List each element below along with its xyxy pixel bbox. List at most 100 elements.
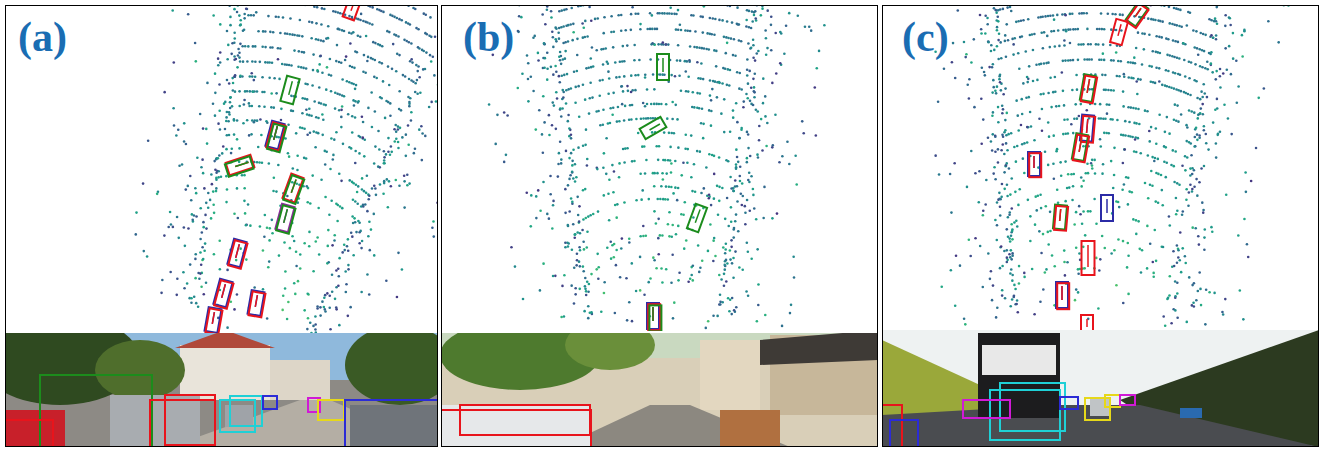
lidar-point [239, 75, 242, 78]
lidar-point [199, 251, 202, 254]
lidar-point [357, 35, 360, 38]
lidar-point [424, 135, 427, 138]
lidar-point [644, 172, 647, 175]
lidar-point [1138, 248, 1141, 251]
lidar-point [602, 63, 605, 66]
lidar-point [692, 14, 695, 17]
lidar-point [1164, 324, 1167, 327]
lidar-point [312, 69, 315, 72]
lidar-point [1137, 220, 1140, 223]
lidar-point [322, 40, 325, 43]
lidar-point [752, 188, 755, 191]
lidar-point [186, 282, 189, 285]
lidar-point [730, 206, 733, 209]
lidar-point [229, 101, 232, 104]
lidar-point [307, 293, 310, 296]
lidar-point [281, 63, 284, 66]
lidar-point [755, 109, 758, 112]
lidar-point [1034, 223, 1037, 226]
lidar-point [226, 188, 229, 191]
lidar-point [726, 42, 729, 45]
lidar-point [710, 124, 713, 127]
heading-mark [212, 312, 214, 324]
lidar-point [533, 35, 536, 38]
lidar-point [613, 170, 616, 173]
lidar-point [714, 80, 717, 83]
lidar-point [708, 194, 711, 197]
heading-mark [274, 126, 278, 140]
lidar-point [358, 242, 361, 245]
lidar-point [560, 9, 563, 12]
lidar-point [675, 13, 678, 16]
lidar-point [1141, 249, 1144, 252]
lidar-point [620, 29, 623, 32]
lidar-point [266, 121, 269, 124]
lidar-point [748, 10, 751, 13]
lidar-point [268, 227, 271, 230]
lidar-point [595, 268, 598, 271]
lidar-point [1015, 219, 1018, 222]
lidar-point [588, 112, 591, 115]
lidar-point [602, 32, 605, 35]
lidar-point [628, 238, 631, 241]
lidar-point [745, 290, 748, 293]
heading-mark [652, 307, 654, 321]
lidar-point [293, 282, 296, 285]
lidar-point [644, 105, 647, 108]
lidar-point [574, 163, 577, 166]
lidar-point [530, 75, 533, 78]
lidar-point [731, 297, 734, 300]
lidar-point [725, 259, 728, 262]
lidar-point [633, 59, 636, 62]
lidar-point [299, 19, 302, 22]
lidar-point [1040, 207, 1043, 210]
lidar-point [1057, 201, 1060, 204]
lidar-point [675, 28, 678, 31]
lidar-point [361, 115, 364, 118]
lidar-point [587, 291, 590, 294]
lidar-point [544, 57, 547, 60]
lidar-point [248, 75, 251, 78]
lidar-point [662, 41, 665, 44]
lidar-point [399, 127, 402, 130]
lidar-point [748, 171, 751, 174]
lidar-point [347, 113, 350, 116]
lidar-point [576, 231, 579, 234]
lidar-point [371, 23, 374, 26]
lidar-point [763, 186, 766, 189]
lidar-point [373, 254, 376, 257]
lidar-point [271, 232, 274, 235]
lidar-point [406, 173, 409, 176]
lidar-point [320, 102, 323, 105]
lidar-point [353, 104, 356, 107]
lidar-point [710, 33, 713, 36]
lidar-point [194, 258, 197, 261]
lidar-point [730, 246, 733, 249]
lidar-point [349, 42, 352, 45]
lidar-point [577, 214, 580, 217]
lidar-point [246, 60, 249, 63]
lidar-point [680, 174, 683, 177]
lidar-point [1053, 265, 1056, 268]
lidar-point [527, 78, 530, 81]
lidar-point [426, 33, 429, 36]
lidar-point [693, 46, 696, 49]
lidar-point [746, 69, 749, 72]
lidar-point [211, 183, 214, 186]
lidar-point [214, 72, 217, 75]
lidar-point [651, 14, 654, 17]
lidar-point [377, 130, 380, 133]
lidar-point [723, 131, 726, 134]
lidar-point [542, 262, 545, 265]
lidar-point [391, 68, 394, 71]
lidar-point [584, 285, 587, 288]
lidar-point [330, 74, 333, 77]
lidar-point [233, 41, 236, 44]
lidar-point [398, 90, 401, 93]
lidar-point [786, 140, 789, 143]
heading-mark [235, 162, 248, 166]
bounding-box [214, 280, 233, 308]
lidar-point [645, 159, 648, 162]
lidar-point [352, 31, 355, 34]
lidar-point [582, 270, 585, 273]
